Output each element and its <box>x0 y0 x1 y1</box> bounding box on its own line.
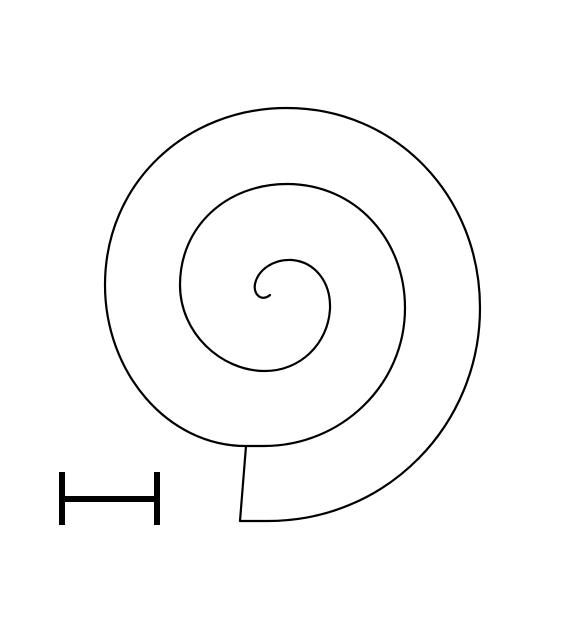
spiral-shell-outline <box>103 106 482 523</box>
scale-bar <box>59 472 160 525</box>
